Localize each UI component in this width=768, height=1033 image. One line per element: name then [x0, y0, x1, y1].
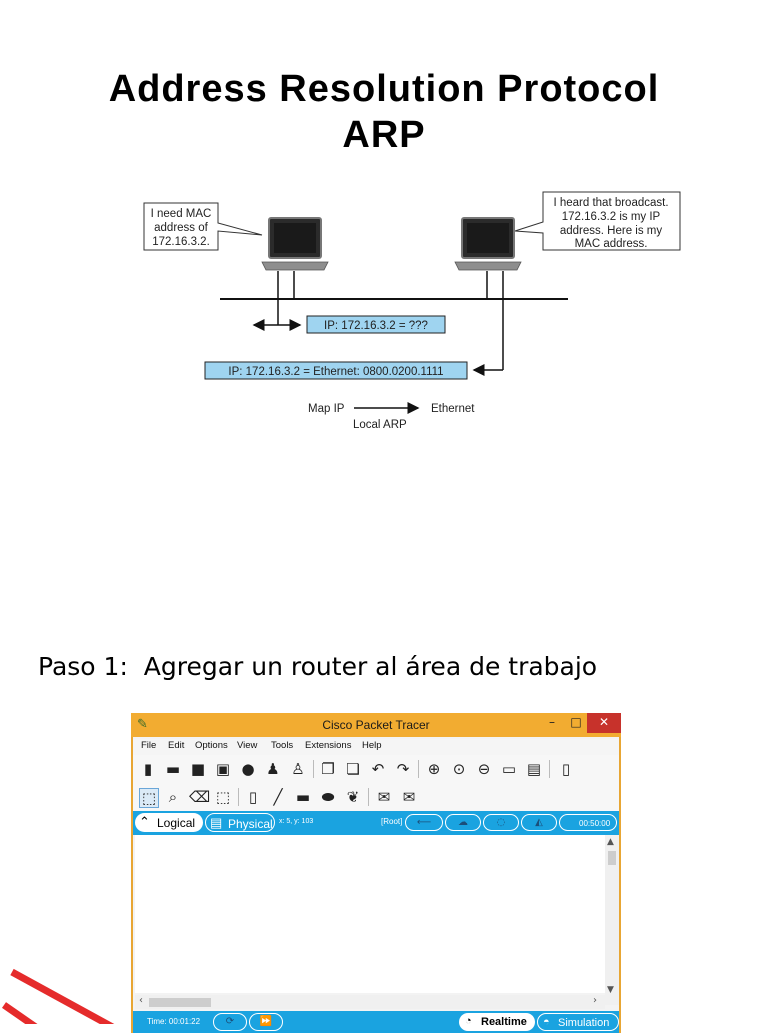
simulation-mode-button[interactable]: ◓ Simulation — [537, 1013, 619, 1031]
root-label: [Root] — [381, 817, 403, 826]
tab-logical[interactable]: ⌃ Logical — [135, 813, 203, 832]
left-callout-line-2: address of — [154, 222, 209, 234]
logical-icon: ⌃ — [139, 814, 150, 829]
drawing-palette-icon[interactable]: ▭ — [501, 760, 517, 778]
viewport-icon[interactable]: ◌ — [483, 814, 519, 831]
left-callout-line-3: 172.16.3.2. — [152, 236, 210, 248]
vertical-scroll-thumb[interactable] — [608, 851, 616, 865]
tab-physical[interactable]: ▤ Physical — [205, 813, 275, 832]
back-arrow-icon[interactable]: ⟵ — [405, 814, 443, 831]
right-callout-line-2: 172.16.3.2 is my IP — [562, 211, 661, 223]
menu-help[interactable]: Help — [362, 740, 382, 751]
close-button[interactable]: ✕ — [587, 713, 621, 733]
zoom-reset-icon[interactable]: ⊙ — [452, 760, 466, 778]
zoom-out-icon[interactable]: ⊖ — [477, 760, 491, 778]
arp-reply-box — [204, 361, 468, 380]
scroll-right-icon[interactable]: › — [593, 995, 597, 1006]
select-icon[interactable]: ⬚ — [139, 788, 159, 808]
menu-extensions[interactable]: Extensions — [305, 740, 352, 751]
logical-workspace-canvas[interactable] — [135, 835, 605, 993]
horizontal-scrollbar[interactable]: ‹ › — [135, 995, 605, 1009]
print-icon[interactable]: ▣ — [215, 760, 231, 778]
clock-icon[interactable] — [559, 814, 617, 831]
main-toolbar: ▮ ▬ ■ ▣ ● ♟ ♙ ❐ ❏ ↶ ↷ ⊕ ⊙ ⊖ ▭ ▤ ▯ — [133, 755, 619, 784]
menu-tools[interactable]: Tools — [271, 740, 294, 751]
add-simple-pdu-icon[interactable]: ✉ — [377, 788, 391, 806]
custom-devices-icon[interactable]: ▤ — [526, 760, 542, 778]
cluster-icon[interactable]: ☁ — [445, 814, 481, 831]
save-icon[interactable]: ■ — [190, 760, 206, 778]
simulation-time: Time: 00:01:22 — [147, 1017, 201, 1026]
place-note-icon[interactable]: ▯ — [248, 788, 258, 806]
app-icon: ✎ — [137, 717, 148, 732]
menu-view[interactable]: View — [237, 740, 258, 751]
info-icon[interactable]: ● — [241, 760, 255, 778]
freeform-icon[interactable]: ❦ — [346, 788, 360, 806]
laptop-icon — [261, 217, 329, 271]
simulation-icon: ◓ — [543, 1016, 550, 1028]
title-line-2: ARP — [342, 114, 426, 156]
draw-rectangle-icon[interactable]: ▬ — [295, 788, 311, 806]
window-titlebar: ✎ Cisco Packet Tracer – □ ✕ — [131, 713, 621, 737]
title-line-1: Address Resolution Protocol — [108, 68, 660, 110]
paste-icon[interactable]: ❏ — [346, 760, 360, 778]
vertical-scrollbar[interactable]: ▲ ▼ — [605, 835, 619, 1005]
ethernet-label: Ethernet — [431, 403, 475, 415]
undo-icon[interactable]: ↶ — [371, 760, 385, 778]
workspace-timer: 00:50:00 — [579, 819, 611, 828]
menu-edit[interactable]: Edit — [168, 740, 185, 751]
resize-icon[interactable]: ⬚ — [215, 788, 231, 806]
edit-toolbar: ⬚ ⌕ ⌫ ⬚ ▯ ╱ ▬ ⬬ ❦ ✉ ✉ — [133, 783, 619, 812]
realtime-clock-icon: ◔ — [465, 1015, 472, 1027]
background-image-icon[interactable]: ◭ — [521, 814, 557, 831]
arp-diagram: I need MAC address of 172.16.3.2. I hear… — [143, 191, 681, 431]
menu-options[interactable]: Options — [195, 740, 228, 751]
left-callout-line-1: I need MAC — [151, 208, 212, 220]
scroll-down-icon[interactable]: ▼ — [607, 985, 614, 995]
copy-icon[interactable]: ❐ — [321, 760, 335, 778]
menu-bar: File Edit Options View Tools Extensions … — [133, 739, 619, 755]
workspace-bar: ⌃ Logical ▤ Physical x: 5, y: 103 [Root]… — [133, 811, 619, 835]
delete-icon[interactable]: ⌫ — [189, 788, 211, 806]
arp-request-text: IP: 172.16.3.2 = ??? — [324, 320, 428, 332]
arp-reply-text: IP: 172.16.3.2 = Ethernet: 0800.0200.111… — [228, 366, 443, 378]
physical-icon: ▤ — [210, 815, 223, 830]
draw-line-icon[interactable]: ╱ — [273, 788, 283, 806]
redo-icon[interactable]: ↷ — [396, 760, 410, 778]
right-callout-line-4: MAC address. — [575, 238, 648, 250]
reset-time-icon[interactable]: ⟳ — [213, 1013, 247, 1031]
scroll-left-icon[interactable]: ‹ — [139, 995, 143, 1006]
slide-title: Address Resolution Protocol ARP — [0, 66, 768, 158]
minimize-button[interactable]: – — [549, 715, 555, 729]
packet-tracer-window: ✎ Cisco Packet Tracer – □ ✕ File Edit Op… — [131, 713, 621, 1033]
right-callout: I heard that broadcast. 172.16.3.2 is my… — [514, 191, 681, 251]
laptop-icon — [454, 217, 522, 271]
user-profile-icon[interactable]: ♟ — [266, 760, 280, 778]
notes-icon[interactable]: ▯ — [561, 760, 571, 778]
realtime-mode-button[interactable]: ◔ Realtime — [459, 1013, 535, 1031]
left-callout: I need MAC address of 172.16.3.2. — [143, 202, 263, 251]
status-bar: Time: 00:01:22 ⟳ ⏩ ◔ Realtime ◓ Simulati… — [133, 1011, 619, 1033]
horizontal-scroll-thumb[interactable] — [149, 998, 211, 1007]
local-arp-label: Local ARP — [353, 419, 407, 431]
zoom-in-icon[interactable]: ⊕ — [427, 760, 441, 778]
cursor-coordinates: x: 5, y: 103 — [279, 818, 314, 825]
arp-request-box — [306, 315, 446, 334]
add-complex-pdu-icon[interactable]: ✉ — [402, 788, 416, 806]
maximize-button[interactable]: □ — [570, 715, 582, 729]
menu-file[interactable]: File — [141, 740, 157, 751]
map-ip-label: Map IP — [308, 403, 345, 415]
scroll-up-icon[interactable]: ▲ — [607, 837, 614, 847]
window-title: Cisco Packet Tracer — [322, 718, 430, 732]
step-instruction: Paso 1: Agregar un router al área de tra… — [38, 652, 598, 681]
right-callout-line-1: I heard that broadcast. — [553, 197, 668, 209]
right-callout-line-3: address. Here is my — [560, 225, 663, 237]
new-file-icon[interactable]: ▮ — [143, 760, 153, 778]
activity-wizard-icon[interactable]: ♙ — [291, 760, 305, 778]
inspect-icon[interactable]: ⌕ — [168, 788, 178, 806]
open-folder-icon[interactable]: ▬ — [165, 760, 181, 778]
draw-ellipse-icon[interactable]: ⬬ — [321, 788, 335, 806]
fast-forward-icon[interactable]: ⏩ — [249, 1013, 283, 1031]
